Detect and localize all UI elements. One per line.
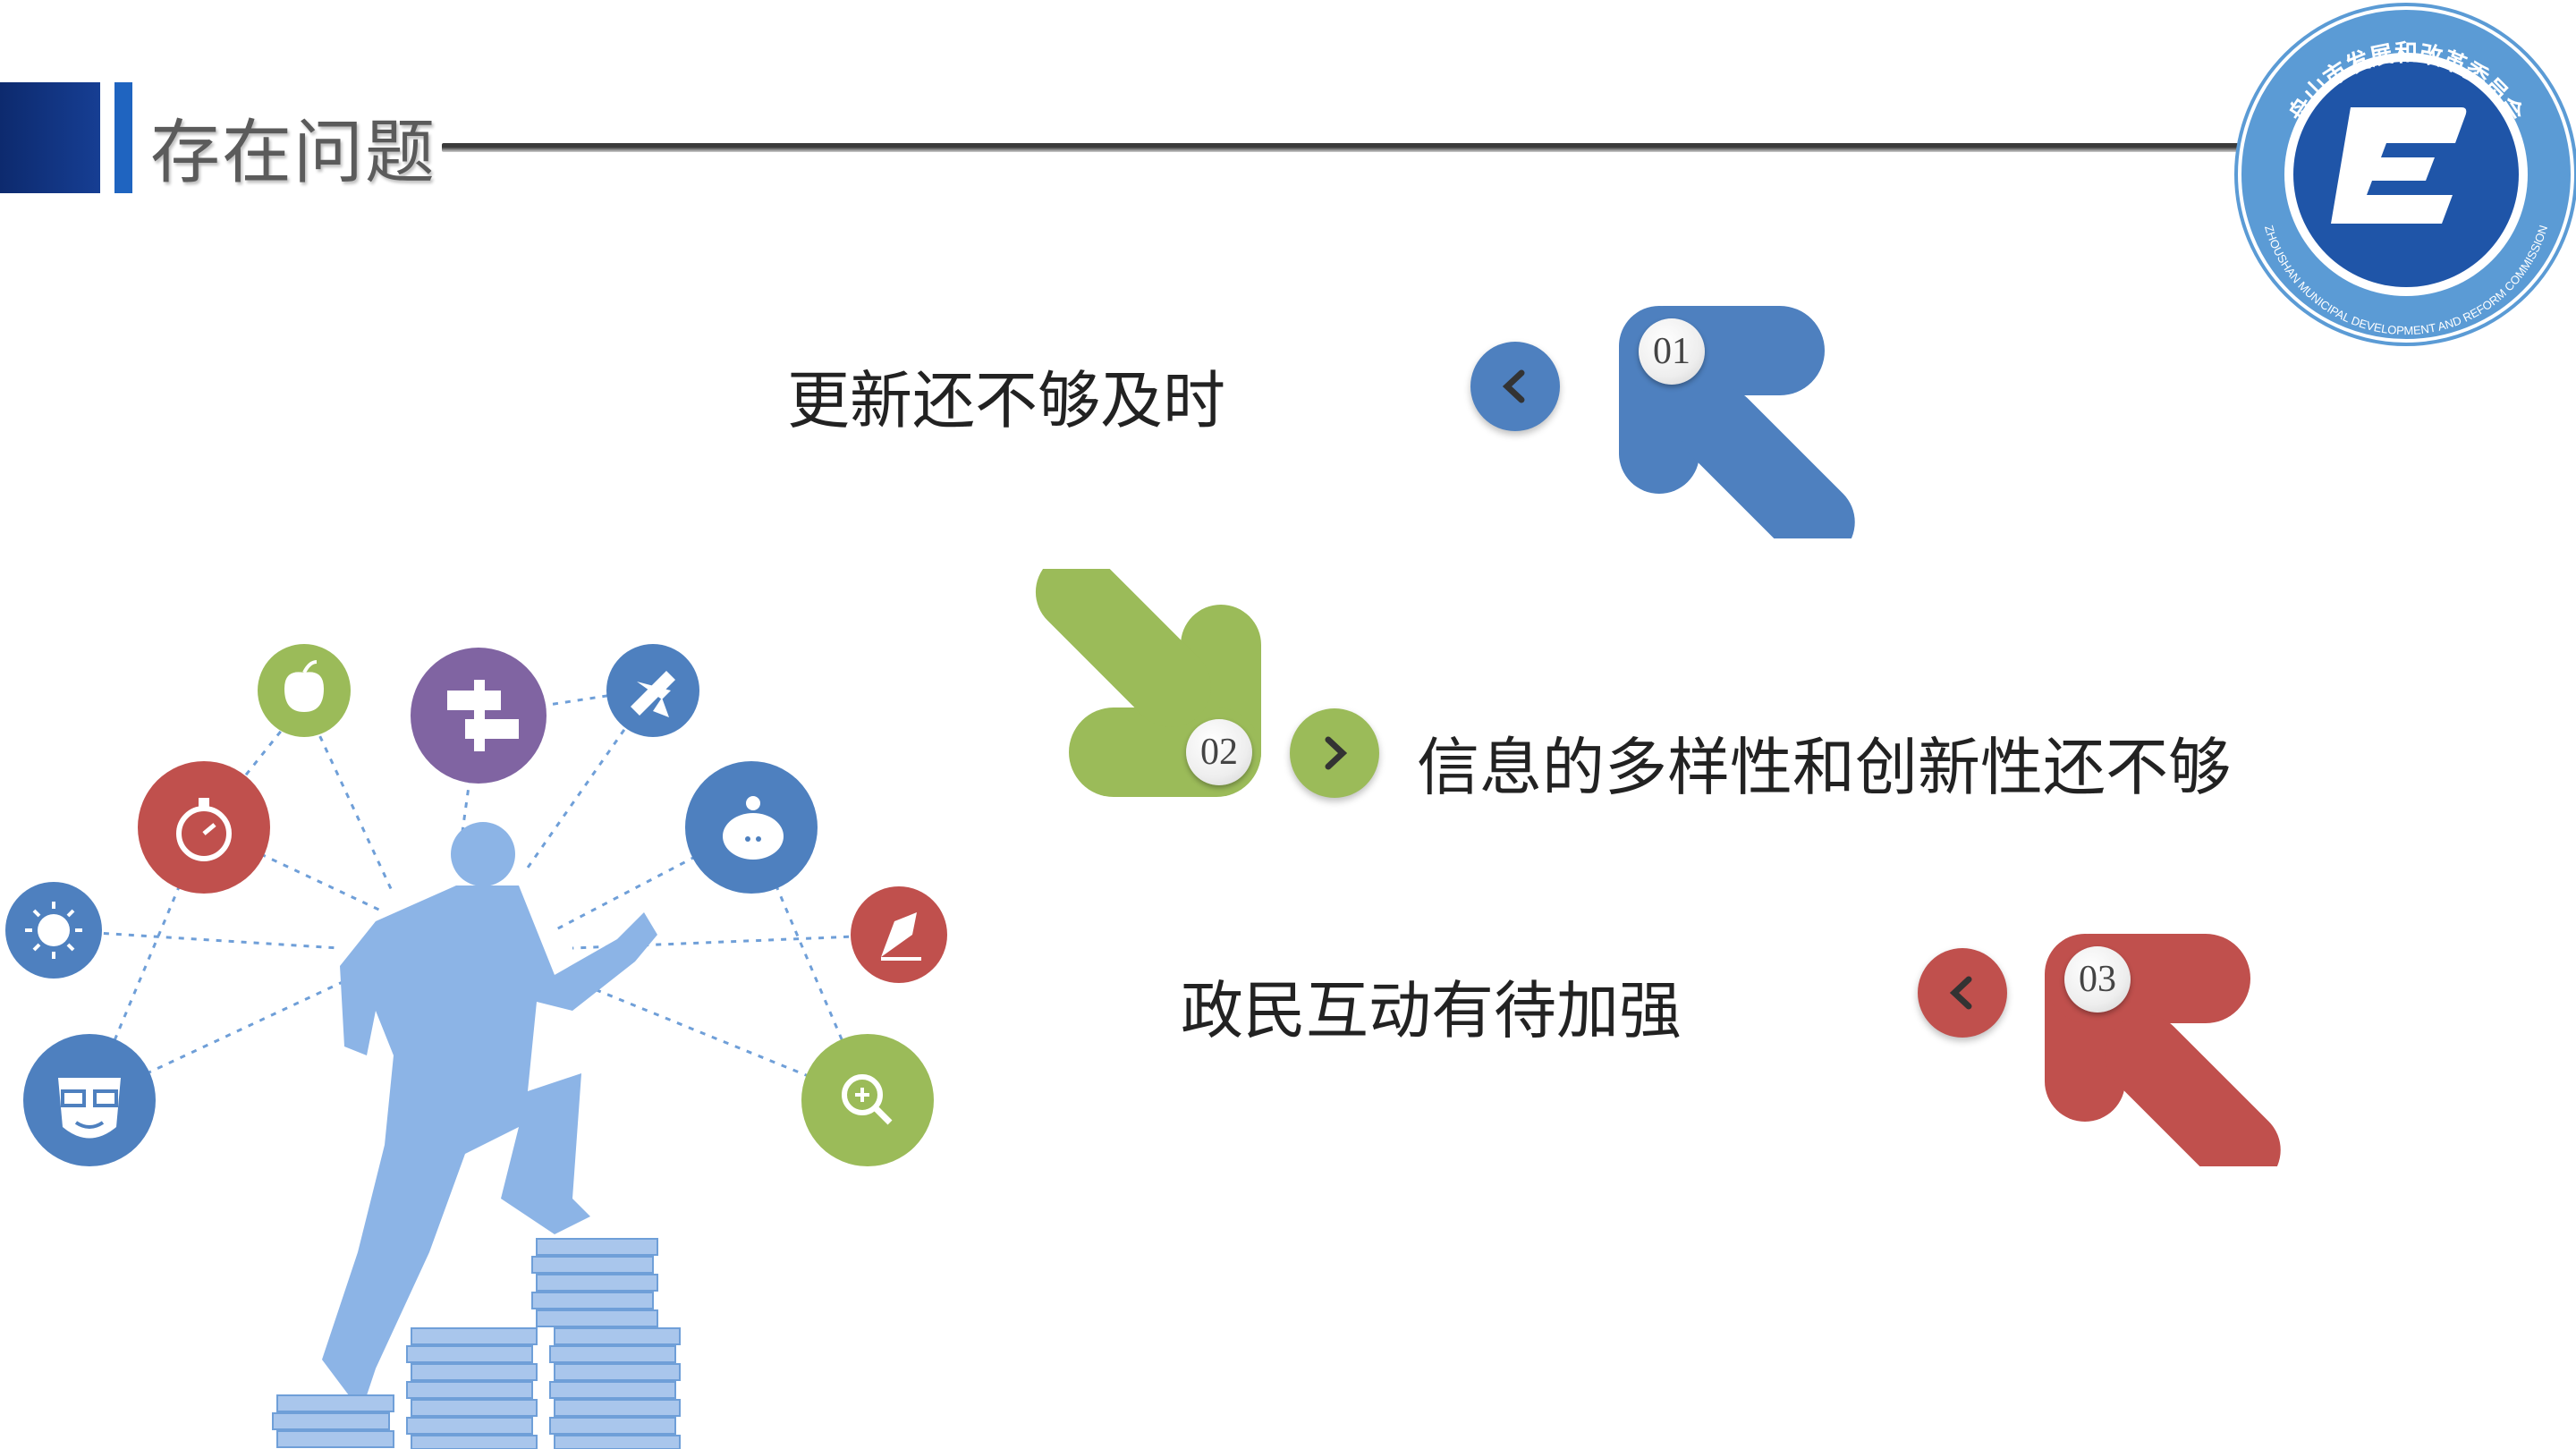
pen-nib-icon <box>851 886 947 983</box>
header-accent-bar <box>114 82 132 193</box>
apple-icon <box>258 644 351 737</box>
issue-number-02: 02 <box>1186 719 1252 785</box>
sun-icon <box>5 882 102 979</box>
header-block <box>0 82 100 193</box>
issue-number-01: 01 <box>1639 318 1705 385</box>
chevron-left-icon <box>1949 976 1972 1010</box>
airplane-icon <box>606 644 699 737</box>
issue-text-03: 政民互动有待加强 <box>1181 974 1682 1047</box>
zoom-in-icon <box>801 1034 934 1166</box>
climbing-figure-illustration <box>5 644 947 1449</box>
arrow-left-button-03[interactable] <box>1918 948 2007 1038</box>
issue-number-03: 03 <box>2064 946 2131 1013</box>
issue-text-02: 信息的多样性和创新性还不够 <box>1417 731 2231 804</box>
chevron-left-icon <box>1502 369 1525 403</box>
nerd-face-icon <box>23 1034 156 1166</box>
arrow-right-button-02[interactable] <box>1290 708 1379 798</box>
stopwatch-icon <box>138 761 270 894</box>
piggy-bank-icon <box>685 761 818 894</box>
climbing-person <box>322 822 657 1395</box>
commission-logo: 舟山市发展和改革委员会 ZHOUSHAN MUNICIPAL DEVELOPME… <box>2234 3 2576 346</box>
header-divider <box>442 143 2258 152</box>
issue-text-01: 更新还不够及时 <box>787 364 1225 437</box>
arrow-left-button-01[interactable] <box>1470 342 1560 431</box>
page-title: 存在问题 <box>150 113 437 193</box>
signpost-icon <box>411 648 547 784</box>
chevron-right-icon <box>1325 736 1348 770</box>
